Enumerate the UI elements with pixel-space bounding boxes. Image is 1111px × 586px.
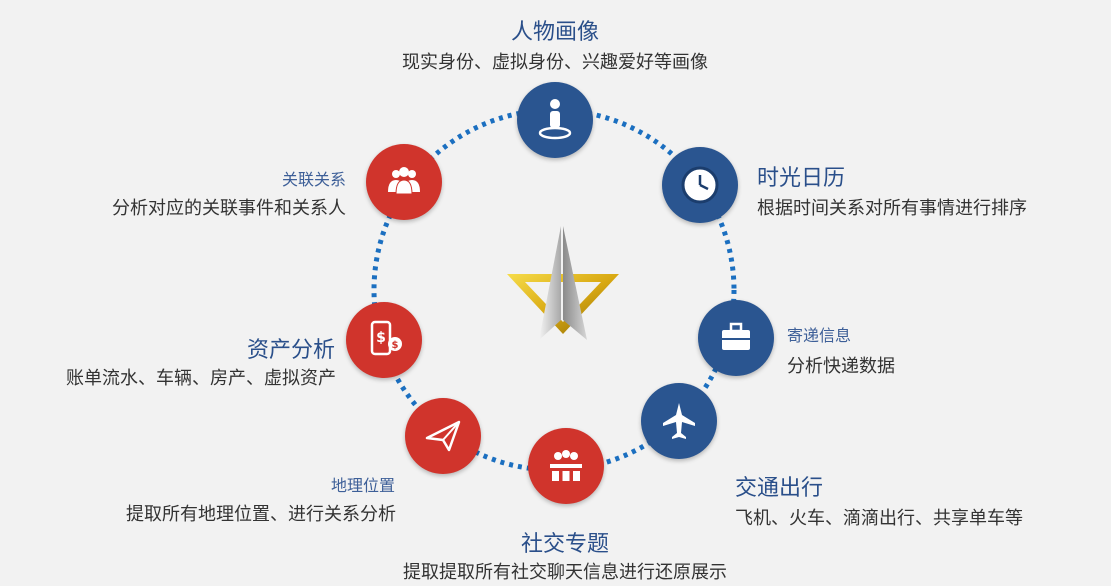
svg-text:$: $ xyxy=(392,340,399,351)
node-relations xyxy=(366,144,442,220)
desc-location: 提取所有地理位置、进行关系分析 xyxy=(126,504,396,525)
briefcase-icon xyxy=(722,322,750,350)
group-icon xyxy=(388,167,420,195)
meeting-icon xyxy=(550,450,582,481)
clock-icon xyxy=(681,166,719,204)
phone-money-icon: $ $ xyxy=(370,320,402,356)
node-courier xyxy=(698,300,774,376)
person-icon xyxy=(538,99,572,140)
star-arrow-logo xyxy=(507,226,619,340)
desc-assets: 账单流水、车辆、房产、虚拟资产 xyxy=(66,368,336,389)
title-assets: 资产分析 xyxy=(246,338,335,363)
title-relations: 关联关系 xyxy=(281,170,346,189)
desc-relations: 分析对应的关联事件和关系人 xyxy=(112,198,346,219)
node-location xyxy=(405,398,481,474)
title-courier: 寄递信息 xyxy=(787,326,852,345)
desc-traffic: 飞机、火车、滴滴出行、共享单车等 xyxy=(735,508,1023,529)
node-assets: $ $ xyxy=(346,302,422,378)
node-profile xyxy=(517,82,593,158)
node-calendar xyxy=(662,147,738,223)
title-traffic: 交通出行 xyxy=(735,476,824,501)
desc-courier: 分析快递数据 xyxy=(787,356,895,377)
desc-calendar: 根据时间关系对所有事情进行排序 xyxy=(757,198,1027,219)
node-traffic xyxy=(641,383,717,459)
desc-profile: 现实身份、虚拟身份、兴趣爱好等画像 xyxy=(402,52,708,73)
title-profile: 人物画像 xyxy=(510,20,599,45)
desc-social: 提取提取所有社交聊天信息进行还原展示 xyxy=(403,562,727,583)
title-calendar: 时光日历 xyxy=(757,166,846,191)
svg-text:$: $ xyxy=(376,330,386,346)
paper-plane-icon xyxy=(425,420,461,452)
title-location: 地理位置 xyxy=(330,476,395,495)
node-social xyxy=(528,428,604,504)
title-social: 社交专题 xyxy=(520,532,609,557)
airplane-icon xyxy=(663,403,695,439)
